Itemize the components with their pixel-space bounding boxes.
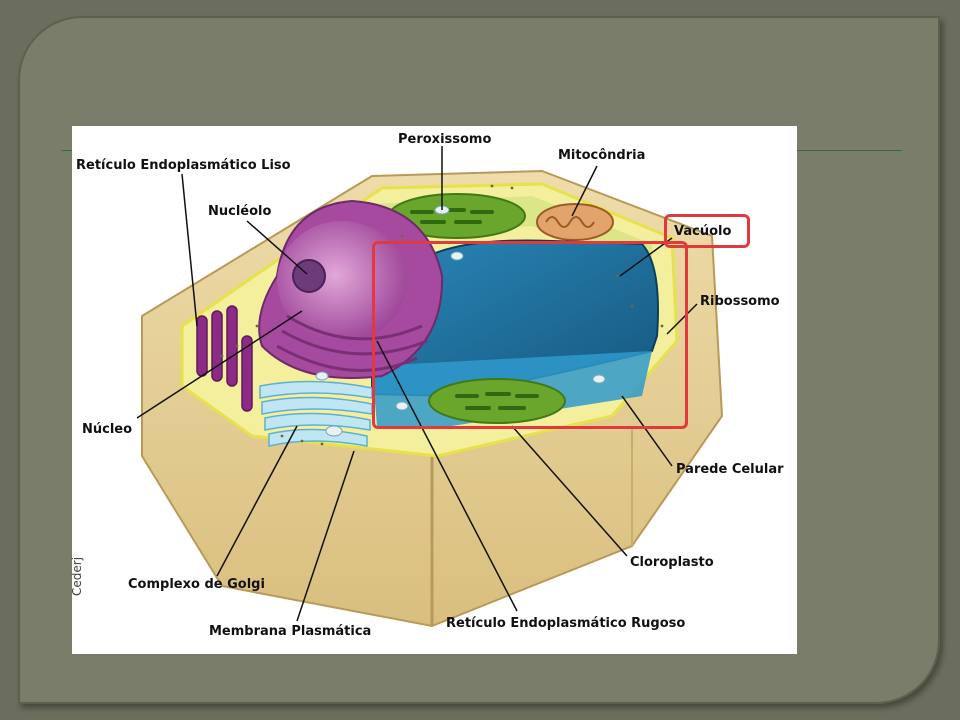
label-ribossomo: Ribossomo (700, 294, 780, 309)
image-credit: Cederj (70, 556, 84, 596)
cell-illustration (136, 146, 724, 628)
label-membrana-plasmatica: Membrana Plasmática (209, 624, 372, 639)
label-cloroplasto: Cloroplasto (630, 555, 714, 570)
label-reticulo-liso: Retículo Endoplasmático Liso (76, 158, 291, 173)
leader-lines (136, 146, 698, 622)
chloroplast-bottom (428, 378, 566, 424)
vacuole-label-highlight-box (664, 214, 750, 248)
label-parede-celular: Parede Celular (676, 462, 784, 477)
label-mitocondria: Mitocôndria (558, 148, 646, 163)
golgi-complex (259, 380, 373, 447)
plant-cell-diagram: Retículo Endoplasmático Liso Peroxissomo… (70, 126, 797, 654)
mitochondrion (536, 203, 614, 241)
label-reticulo-rugoso: Retículo Endoplasmático Rugoso (446, 616, 686, 631)
label-nucleo: Núcleo (82, 422, 133, 437)
label-peroxissomo: Peroxissomo (398, 132, 492, 147)
label-vacuolo: Vacúolo (674, 224, 732, 239)
label-complexo-golgi: Complexo de Golgi (128, 577, 265, 592)
nucleolus (292, 259, 326, 293)
label-nucleolo: Nucléolo (208, 204, 272, 219)
vacuole-highlight-box (372, 241, 688, 429)
